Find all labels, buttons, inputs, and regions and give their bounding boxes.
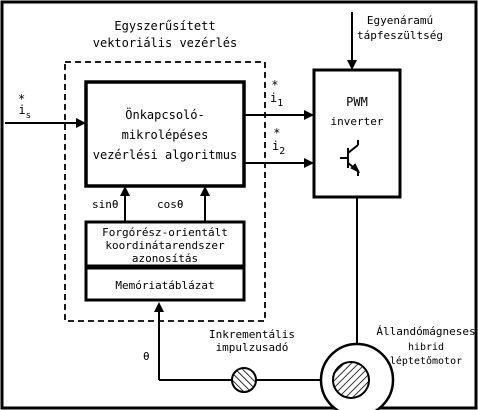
input-arrowhead: [76, 118, 86, 128]
cos-arrowhead: [200, 186, 210, 196]
theta-label: θ: [143, 350, 150, 363]
output1-label: i1*: [270, 78, 283, 109]
output2-arrowhead: [304, 158, 314, 168]
memory-label: Memóriatáblázat: [115, 279, 214, 292]
supply-arrowhead: [347, 60, 357, 70]
pwm-inverter-block: [312, 68, 402, 199]
inverter-label: inverter: [331, 115, 384, 128]
region-title-line2: vektoriális vezérlés: [93, 36, 238, 50]
transistor-icon: [340, 140, 361, 176]
sin-label: sinθ: [92, 198, 119, 211]
region-title-line1: Egyszerűsített: [114, 19, 215, 33]
encoder-disc: [231, 367, 257, 393]
algorithm-line3: vezérlési algoritmus: [93, 148, 238, 162]
motor-rotor: [332, 361, 370, 399]
algorithm-block: [84, 80, 246, 188]
supply-label-line1: Egyenáramú: [367, 14, 433, 27]
motor-label-line1: Állandómágneses: [376, 325, 475, 338]
supply-label-line2: tápfeszültség: [357, 29, 443, 42]
encoder-label-line2: impulzusadó: [216, 341, 289, 354]
encoder-label-line1: Inkrementális: [209, 328, 295, 341]
cos-label: cosθ: [157, 198, 184, 211]
algorithm-line2: mikrolépéses: [122, 128, 209, 142]
rotor-line2: koordinátarendszer: [105, 239, 225, 252]
pwm-label: PWM: [346, 95, 368, 109]
control-region-boundary: [64, 61, 266, 322]
motor-label-line2: hibrid: [408, 342, 444, 353]
output1-arrowhead: [304, 110, 314, 120]
feedback-arrowhead: [154, 302, 164, 312]
sin-arrowhead: [120, 186, 130, 196]
algorithm-line1: Önkapcsoló-: [125, 106, 204, 122]
memory-table-block: [84, 266, 246, 302]
rotor-coordinate-block: [84, 220, 246, 268]
input-label: is*: [18, 92, 31, 121]
rotor-line1: Forgórész-orientált: [102, 226, 228, 239]
output2-label: i2*: [272, 126, 285, 157]
motor-label-line3: léptetőmotor: [390, 355, 462, 367]
rotor-line3: azonosítás: [132, 252, 198, 265]
